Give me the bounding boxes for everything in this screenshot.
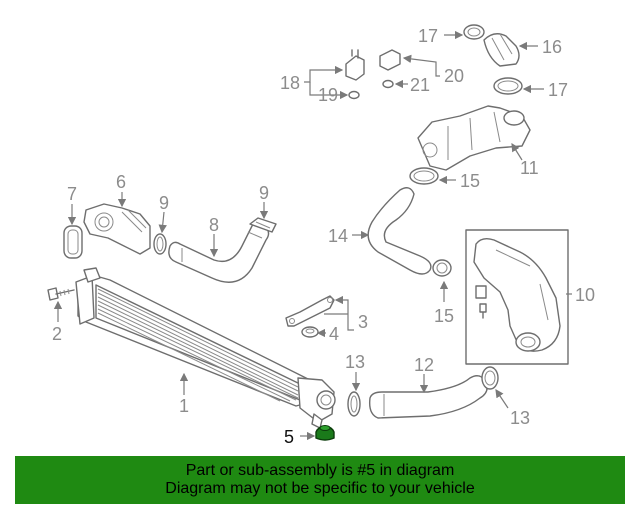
callout-17-bottom: 17	[548, 80, 568, 100]
callout-4: 4	[329, 324, 339, 344]
part-1-intercooler	[75, 267, 336, 429]
callout-labels: 1 2 3 4 5 6 7 8 9 9 10 11 12 13 13 14 15…	[52, 26, 595, 447]
banner-line-1: Part or sub-assembly is #5 in diagram	[185, 462, 455, 479]
part-11-duct	[417, 105, 531, 171]
callout-7: 7	[67, 184, 77, 204]
part-16-elbow	[483, 33, 520, 67]
part-17-clamp-top	[463, 24, 485, 40]
part-9-clamp-right	[249, 217, 277, 233]
part-14-hose	[367, 187, 432, 275]
part-5-cap	[315, 425, 335, 441]
callout-5: 5	[284, 427, 294, 447]
part-15-clamp-bottom	[432, 259, 452, 277]
callout-2: 2	[52, 324, 62, 344]
part-6-adapter	[83, 203, 151, 255]
part-19-seal	[348, 90, 360, 100]
part-15-clamp-top	[409, 167, 439, 185]
callout-13-left: 13	[345, 352, 365, 372]
callout-18: 18	[280, 73, 300, 93]
callout-19: 19	[318, 85, 338, 105]
callout-13-right: 13	[510, 408, 530, 428]
part-20-sensor	[379, 49, 401, 71]
callout-15-top: 15	[460, 171, 480, 191]
callout-9-left: 9	[159, 193, 169, 213]
banner-line-2: Diagram may not be specific to your vehi…	[165, 480, 475, 497]
parts-diagram: 1 2 3 4 5 6 7 8 9 9 10 11 12 13 13 14 15…	[47, 24, 595, 447]
part-2-bolt	[47, 287, 75, 301]
part-13-clamp-right	[481, 366, 499, 390]
info-banner: Part or sub-assembly is #5 in diagram Di…	[15, 456, 625, 504]
part-3-bracket	[285, 295, 335, 327]
callout-1: 1	[179, 396, 189, 416]
part-17-clamp-bottom	[493, 77, 523, 95]
part-12-hose	[368, 375, 488, 419]
part-21-seal	[382, 79, 394, 89]
callout-10: 10	[575, 285, 595, 305]
callout-21: 21	[410, 75, 430, 95]
part-9-clamp-left	[153, 233, 167, 255]
part-4-grommet	[301, 326, 319, 338]
leader-lines	[53, 30, 572, 441]
callout-8: 8	[209, 215, 219, 235]
part-10-inset	[465, 229, 569, 365]
callout-16: 16	[542, 37, 562, 57]
callout-11: 11	[520, 158, 539, 178]
callout-9-right: 9	[259, 183, 269, 203]
callout-14: 14	[328, 226, 348, 246]
callout-20: 20	[444, 66, 464, 86]
callout-3: 3	[358, 312, 368, 332]
callout-6: 6	[116, 172, 126, 192]
part-13-clamp-left	[347, 391, 361, 417]
part-7-gasket	[63, 225, 83, 259]
callout-17-top: 17	[418, 26, 438, 46]
callout-15-bottom: 15	[434, 306, 454, 326]
part-18-sensor	[345, 49, 365, 81]
callout-12: 12	[414, 355, 434, 375]
